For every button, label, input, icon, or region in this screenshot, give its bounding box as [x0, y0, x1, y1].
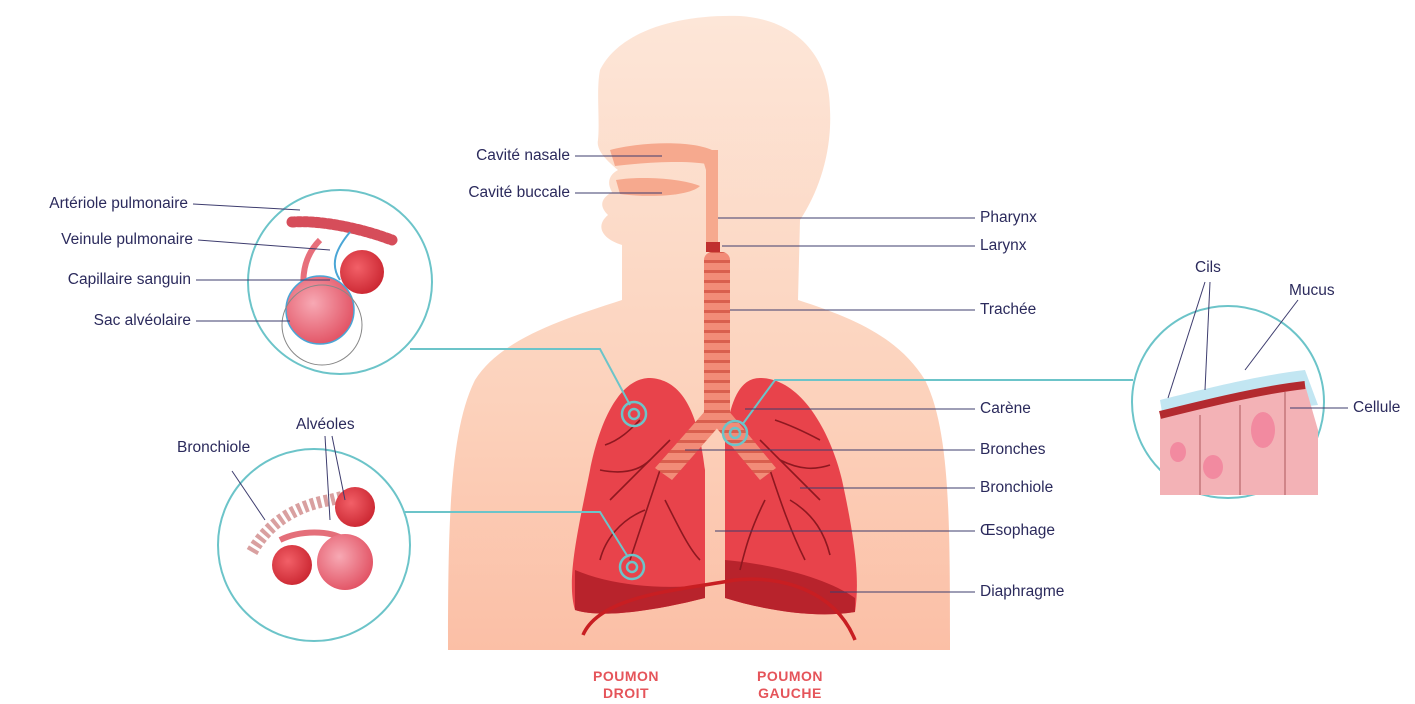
label-poumon-gauche-line1: POUMON [740, 668, 840, 685]
label-poumon-droit-line1: POUMON [576, 668, 676, 685]
trachea [704, 252, 730, 422]
label-poumon-gauche-line2: GAUCHE [740, 685, 840, 702]
label-cellule: Cellule [1353, 399, 1400, 417]
callout-circle-bronchiole [218, 449, 410, 641]
label-bronchiole-left: Bronchiole [177, 439, 250, 457]
label-bronches: Bronches [980, 441, 1045, 459]
label-trachee: Trachée [980, 301, 1036, 319]
label-veinule: Veinule pulmonaire [5, 231, 193, 249]
label-sac: Sac alvéolaire [5, 312, 191, 330]
label-poumon-gauche: POUMON GAUCHE [740, 668, 840, 702]
label-capillaire: Capillaire sanguin [5, 271, 191, 289]
label-poumon-droit: POUMON DROIT [576, 668, 676, 702]
label-mucus: Mucus [1289, 282, 1335, 300]
label-carene: Carène [980, 400, 1031, 418]
label-cils: Cils [1195, 259, 1221, 277]
label-bronchiole-right: Bronchiole [980, 479, 1053, 497]
label-oesophage: Œsophage [980, 522, 1055, 540]
larynx-shape [706, 242, 720, 252]
label-cavite-nasale: Cavité nasale [432, 147, 570, 165]
label-poumon-droit-line2: DROIT [576, 685, 676, 702]
label-pharynx: Pharynx [980, 209, 1037, 227]
label-alveoles: Alvéoles [296, 416, 355, 434]
label-arteriole: Artériole pulmonaire [5, 195, 188, 213]
label-larynx: Larynx [980, 237, 1027, 255]
label-diaphragme: Diaphragme [980, 583, 1064, 601]
label-cavite-buccale: Cavité buccale [420, 184, 570, 202]
